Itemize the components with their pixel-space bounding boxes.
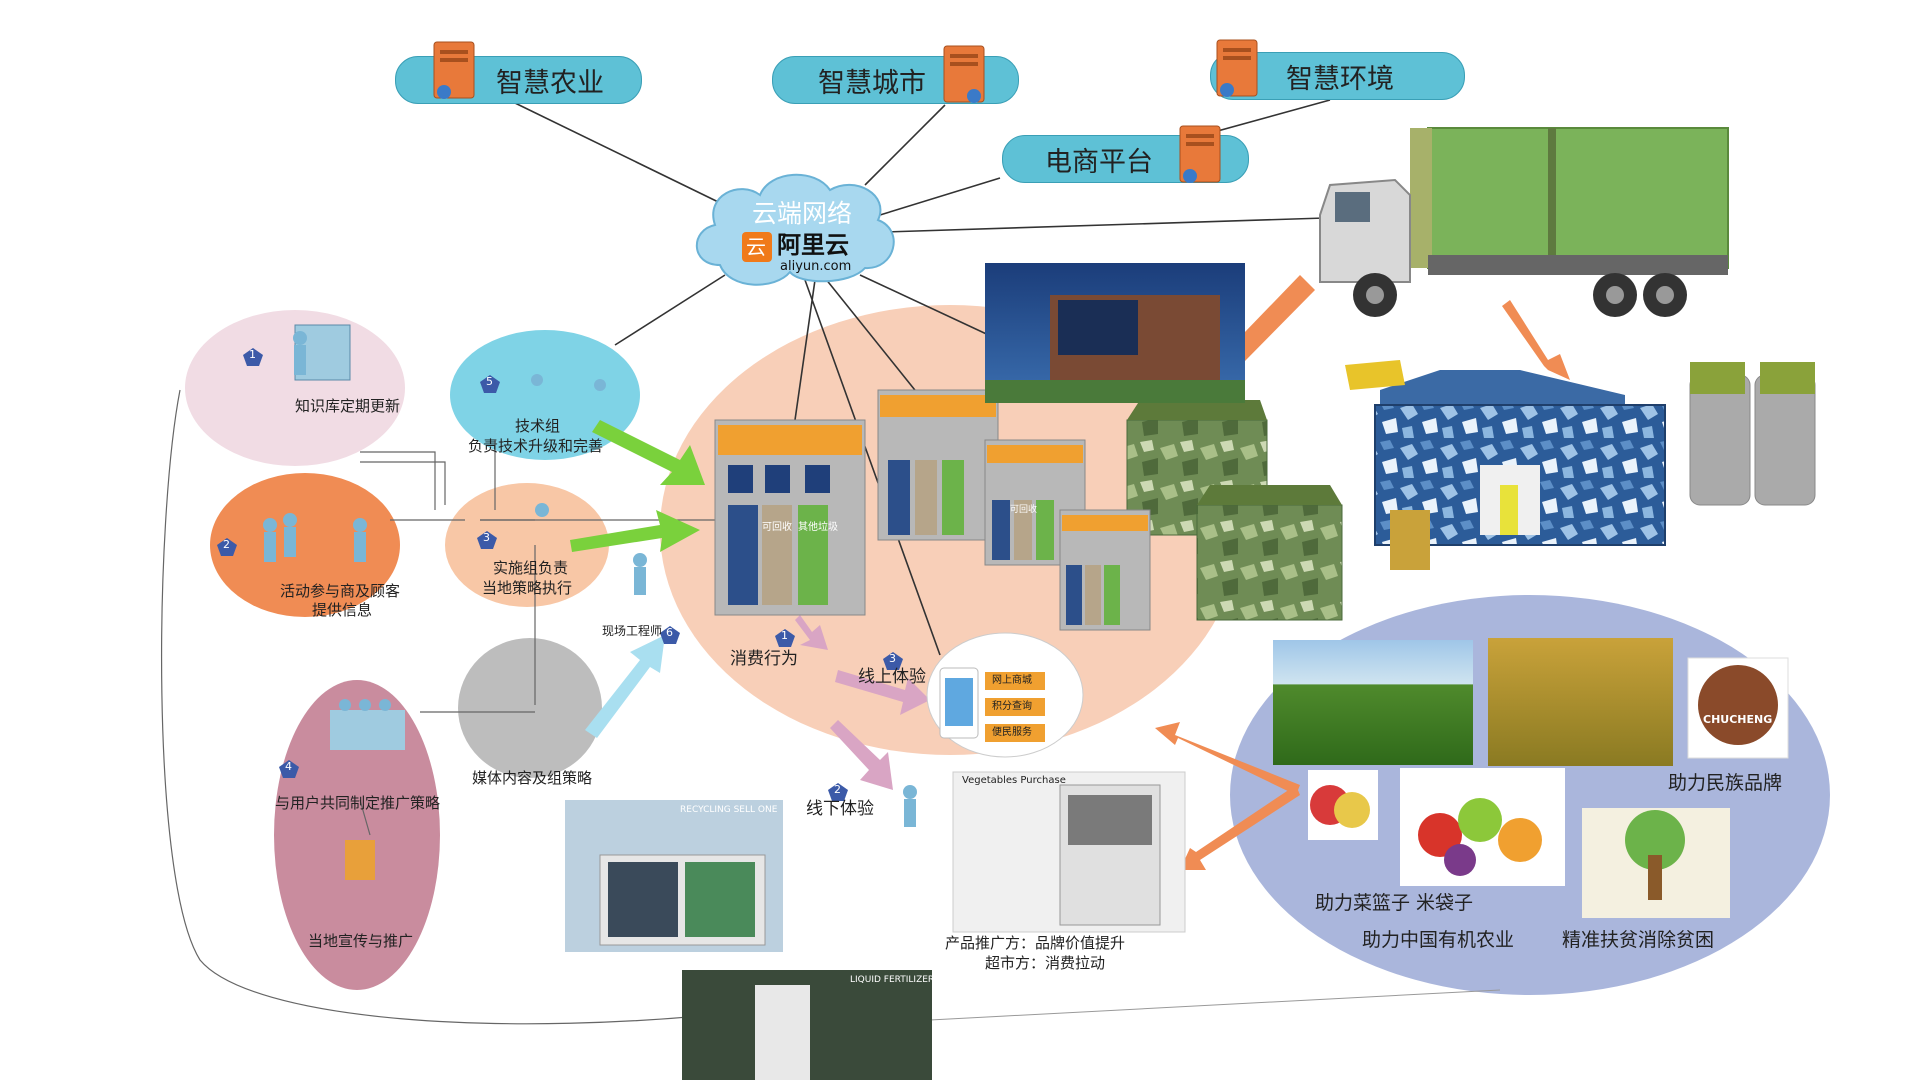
machine-tag-1: 可回收: [762, 522, 792, 533]
machine-tag-3: 可回收: [1010, 505, 1038, 515]
impl-group-desc: 当地策略执行: [482, 579, 573, 597]
salmon-impl-ellipse: [445, 483, 609, 607]
chucheng-logo-text: CHUCHENG: [1703, 713, 1773, 726]
server-icon: [1215, 38, 1259, 100]
organic-label: 助力中国有机农业: [1362, 929, 1515, 951]
impl-group-label: 实施组负责: [493, 559, 569, 577]
aliyun-brand: 阿里云: [777, 231, 849, 259]
orange-participants-ellipse: [210, 473, 400, 617]
cloud-title: 云端网络: [752, 199, 853, 228]
strategy-label: 与用户共同制定推广策略: [275, 794, 441, 812]
product-line-1: 产品推广方：品牌价值提升: [945, 934, 1126, 952]
center-step-1: 1: [781, 629, 788, 642]
recycling-sign: RECYCLING SELL ONE: [680, 805, 778, 815]
engineer-label: 现场工程师: [602, 624, 663, 638]
cyan-arrows: [585, 635, 665, 738]
server-icon: [942, 44, 986, 106]
grey-media-ellipse: [458, 638, 602, 778]
step-number-2: 2: [223, 538, 230, 551]
building-photo: [985, 263, 1245, 403]
step-number-3: 3: [483, 531, 490, 544]
machine-tag-2: 其他垃圾: [798, 522, 838, 533]
online-box: [926, 632, 1084, 758]
step-number-4: 4: [285, 760, 292, 773]
server-label-environment: 智慧环境: [1286, 63, 1394, 95]
compost-station-illustration: [1345, 360, 1816, 570]
server-label-city: 智慧城市: [818, 67, 926, 99]
veg-purchase-title: Vegetables Purchase: [962, 775, 1066, 786]
promotion-label: 当地宣传与推广: [308, 932, 414, 950]
truck-illustration: [1319, 127, 1729, 317]
people-icons: [263, 324, 917, 880]
server-icon: [1178, 124, 1222, 186]
aliyun-cloud: 云: [695, 173, 895, 286]
center-step-2: 2: [834, 783, 841, 796]
online-box-item-3[interactable]: 便民服务: [992, 727, 1032, 738]
green-arrows: [570, 420, 705, 552]
online-label: 线上体验: [858, 667, 926, 687]
poverty-label: 精准扶贫消除贫困: [1562, 929, 1715, 951]
consume-label: 消费行为: [730, 649, 798, 669]
fertilizer-sign: LIQUID FERTILIZER: [850, 975, 935, 985]
product-line-2: 超市方：消费拉动: [985, 954, 1106, 972]
step-markers: [217, 348, 903, 801]
online-box-item-2[interactable]: 积分查询: [992, 701, 1032, 712]
online-box-item-1[interactable]: 网上商城: [992, 675, 1032, 686]
feedback-loop-bottom: [929, 989, 1501, 1021]
svg-text:云: 云: [746, 235, 766, 259]
server-label-ecommerce: 电商平台: [1045, 146, 1153, 178]
participants-desc: 提供信息: [312, 601, 373, 619]
aliyun-url: aliyun.com: [780, 259, 852, 274]
feedback-loop-line: [160, 389, 761, 1025]
step-number-5: 5: [486, 375, 493, 388]
step-number-1: 1: [249, 348, 256, 361]
step-number-6: 6: [666, 626, 673, 639]
rose-strategy-ellipse: [274, 680, 440, 990]
offline-label: 线下体验: [806, 799, 874, 819]
tech-group-label: 技术组: [515, 417, 561, 435]
basket-label: 助力菜篮子 米袋子: [1315, 892, 1474, 914]
cloud-links: [514, 99, 1331, 656]
produce-photos: [1273, 638, 1789, 918]
center-step-3: 3: [889, 652, 896, 665]
brand-label: 助力民族品牌: [1668, 772, 1783, 794]
tech-group-desc: 负责技术升级和完善: [468, 437, 604, 455]
cyan-tech-ellipse: [450, 330, 640, 460]
recycling-machines: [714, 389, 1151, 631]
server-label-agriculture: 智慧农业: [496, 67, 604, 99]
bottom-photos: [565, 771, 1186, 1080]
pink-arrows: [795, 615, 930, 790]
media-label: 媒体内容及组策略: [472, 769, 593, 787]
knowledge-label: 知识库定期更新: [295, 397, 401, 415]
participants-label: 活动参与商及顾客: [280, 582, 401, 600]
server-icon: [432, 40, 476, 102]
